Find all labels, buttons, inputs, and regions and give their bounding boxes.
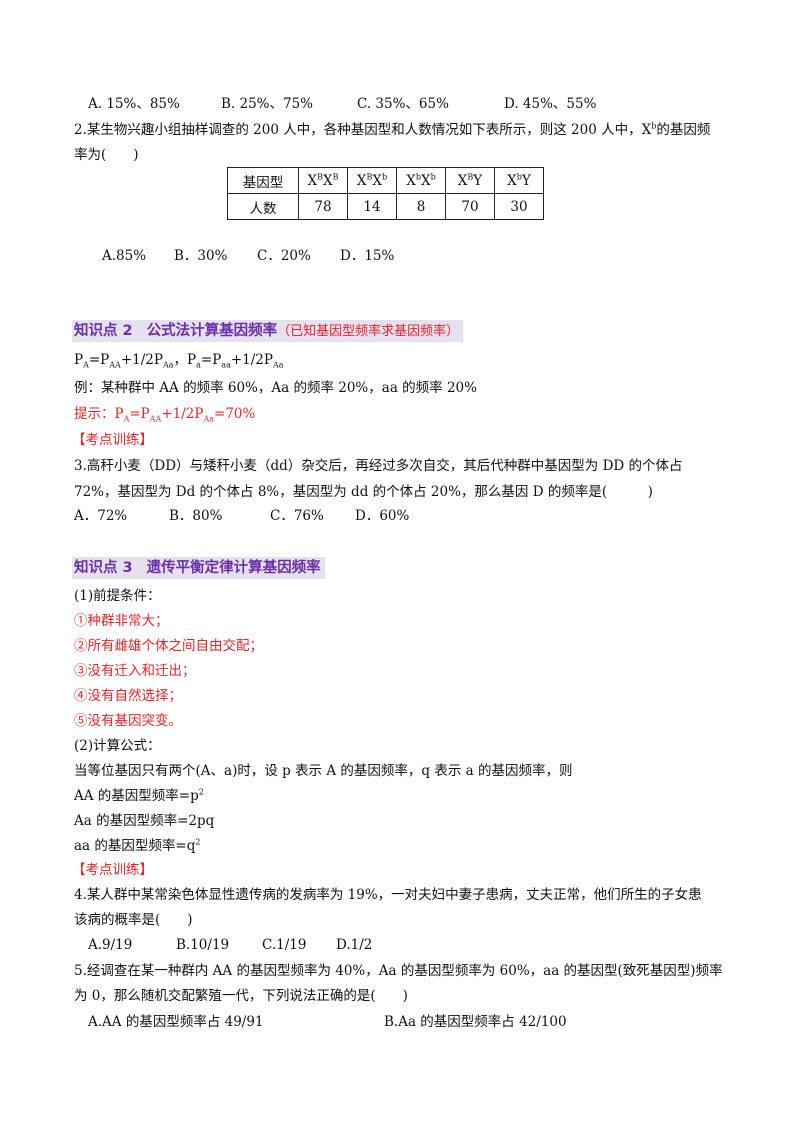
q5-line-2: 为 0，那么随机交配繁殖一代，下列说法正确的是( )	[74, 988, 408, 1004]
q4-option-b: B.10/19	[176, 937, 230, 953]
q2-option-c: C．20%	[257, 248, 311, 264]
genotype-cell: XBXb	[347, 167, 397, 194]
q3-option-b: B．80%	[169, 508, 223, 524]
q2-line-2: 率为( )	[74, 147, 139, 163]
q4-option-d: D.1/2	[336, 937, 373, 953]
formula-heterozygous: Aa 的基因型频率=2pq	[74, 813, 215, 829]
q4-option-a: A.9/19	[88, 937, 133, 953]
premise-item: ⑤没有基因突变。	[74, 713, 182, 729]
kp2-example: 例：某种群中 AA 的频率 60%，Aa 的频率 20%，aa 的频率 20%	[74, 380, 477, 396]
q1-options: A. 15%、85% B. 25%、75% C. 35%、65% D. 45%、55%	[88, 94, 596, 114]
q2-option-a: A.85%	[102, 248, 147, 264]
count-cell: 8	[396, 193, 446, 220]
table-row: 人数 78 14 8 70 30	[227, 193, 544, 220]
q1-option-a: A. 15%、85%	[88, 96, 180, 112]
q4-option-c: C.1/19	[262, 937, 307, 953]
q5-options: A.AA 的基因型频率占 49/91 B.Aa 的基因型频率占 42/100	[88, 1012, 567, 1032]
premise-title: (1)前提条件：	[74, 588, 161, 604]
genotype-cell: XBXB	[298, 167, 348, 194]
q3-options: A．72% B．80% C．76% D．60%	[74, 506, 409, 526]
premise-item: ③没有迁入和迁出；	[74, 663, 196, 679]
table-header-cell: 人数	[227, 193, 299, 220]
q4-line-1: 4.某人群中某常染色体显性遗传病的发病率为 19%，一对夫妇中妻子患病，丈夫正常…	[74, 887, 702, 903]
count-cell: 14	[347, 193, 397, 220]
table-row: 基因型 XBXB XBXb XbXb XBY XbY	[227, 167, 544, 194]
premise-item: ②所有雌雄个体之间自由交配；	[74, 638, 263, 654]
q1-option-d: D. 45%、55%	[504, 96, 597, 112]
q2-options: A.85% B．30% C．20% D．15%	[102, 246, 394, 266]
q2-option-b: B．30%	[174, 248, 228, 264]
genotype-cell: XBY	[445, 167, 495, 194]
genotype-table: 基因型 XBXB XBXb XbXb XBY XbY 人数 78 14 8 70…	[227, 167, 544, 220]
q4-options: A.9/19 B.10/19 C.1/19 D.1/2	[88, 935, 372, 955]
kp2-training-label: 【考点训练】	[72, 432, 153, 448]
q5-option-a: A.AA 的基因型频率占 49/91	[88, 1014, 264, 1030]
q1-option-c: C. 35%、65%	[357, 96, 449, 112]
premise-item: ④没有自然选择；	[74, 688, 182, 704]
formula-aa-dominant: AA 的基因型频率=p2	[74, 787, 204, 804]
q5-line-1: 5.经调查在某一种群内 AA 的基因型频率为 40%，Aa 的基因型频率为 60…	[74, 963, 723, 979]
q2-line-1: 2.某生物兴趣小组抽样调查的 200 人中，各种基因型和人数情况如下表所示，则这…	[74, 121, 711, 138]
q3-line-2: 72%，基因型为 Dd 的个体占 8%，基因型为 dd 的个体占 20%，那么基…	[74, 484, 653, 500]
q2-option-d: D．15%	[340, 248, 395, 264]
formula-aa-recessive: aa 的基因型频率=q2	[74, 837, 201, 854]
count-cell: 70	[445, 193, 495, 220]
table-header-cell: 基因型	[227, 167, 299, 194]
q3-option-a: A．72%	[74, 508, 128, 524]
q5-option-b: B.Aa 的基因型频率占 42/100	[384, 1014, 567, 1030]
q3-option-c: C．76%	[270, 508, 324, 524]
q3-option-d: D．60%	[355, 508, 410, 524]
kp2-formula: PA=PAA+1/2PAa，Pa=Paa+1/2PAa	[74, 352, 284, 370]
count-cell: 78	[298, 193, 348, 220]
premise-item: ①种群非常大；	[74, 613, 169, 629]
formula-title: (2)计算公式：	[74, 738, 161, 754]
kp2-hint: 提示：PA=PAA+1/2PAa=70%	[74, 406, 256, 424]
genotype-cell: XbY	[494, 167, 544, 194]
formula-description: 当等位基因只有两个(A、a)时，设 p 表示 A 的基因频率，q 表示 a 的基…	[74, 763, 573, 779]
q3-line-1: 3.高秆小麦（DD）与矮秆小麦（dd）杂交后，再经过多次自交，其后代种群中基因型…	[74, 458, 683, 474]
q4-line-2: 该病的概率是( )	[74, 912, 193, 928]
genotype-cell: XbXb	[396, 167, 446, 194]
kp3-training-label: 【考点训练】	[72, 862, 153, 878]
count-cell: 30	[494, 193, 544, 220]
q1-option-b: B. 25%、75%	[221, 96, 314, 112]
